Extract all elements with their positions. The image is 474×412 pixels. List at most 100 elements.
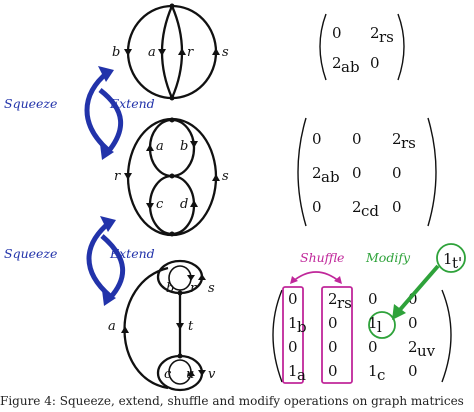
graph-2: a b r s c d (114, 117, 229, 237)
shuffle-annotation: Shuffle (290, 250, 344, 284)
matrix3-cell-r2-c2: 0 (328, 314, 338, 332)
matrix2-cell-r2-c2: 0 (352, 164, 362, 182)
extend-label-2: Extend (109, 246, 155, 261)
squeeze-arrowhead-2 (100, 216, 116, 232)
matrix2-cell-r3-c2: 2 (352, 198, 362, 216)
matrix3-cell-r3-c1: 0 (288, 338, 298, 356)
extend-arrow-1 (98, 88, 123, 154)
matrix3-cell-r4-c2: 0 (328, 362, 338, 380)
extend-arrowhead-1 (100, 144, 114, 160)
graph-2-label-c: c (156, 197, 164, 212)
graph-2-label-d: d (180, 197, 188, 212)
graph-3: b r s a t c u v (108, 259, 216, 392)
graph-2-label-b: b (180, 139, 188, 154)
matrix3-cell-r2-c1: 1 (288, 314, 298, 332)
shuffle-box-col-2 (321, 286, 353, 384)
graph-1-vertex-top (169, 3, 175, 9)
squeeze-label-1: Squeeze (4, 96, 57, 111)
matrix2-cell-r3-c1: 0 (312, 198, 322, 216)
modify-annotation: Modify (365, 250, 440, 320)
matrix1-cell-r1-c1: 0 (332, 24, 342, 42)
matrix3-cell-r4-c4: 0 (408, 362, 418, 380)
squeeze-arrowhead-1 (98, 66, 114, 82)
graph-2-arrow-r (124, 173, 132, 180)
graph-1-outer-left (126, 4, 218, 100)
extend-arrowhead-2 (102, 290, 116, 306)
matrix-1-right-bracket (397, 13, 405, 81)
matrix-2-right-bracket (427, 117, 437, 227)
graph-3-arrow-r (187, 275, 195, 281)
matrix3-cell-r4-c1: 1 (288, 362, 298, 380)
matrix2-cell-r1-c2: 0 (352, 130, 362, 148)
matrix2-cell-r1-c1: 0 (312, 130, 322, 148)
matrix3-cell-r1-c2-subscript: rs (337, 294, 352, 312)
modify-circle-entry (368, 311, 396, 339)
modify-arrowhead (392, 304, 406, 320)
matrix3-cell-r2-c3: 1 (368, 314, 378, 332)
graph-2-vertex-middle (169, 173, 175, 179)
modified-entry-value: 1 (443, 250, 453, 268)
graph-3-arrow-v (198, 370, 206, 376)
graph-1-vertex-bottom (169, 95, 175, 101)
graph-2-arrow-d (190, 200, 198, 207)
figure-caption: Figure 4: Squeeze, extend, shuffle and m… (0, 394, 464, 408)
matrix1-cell-r2-c1: 2 (332, 54, 342, 72)
graph-2-label-r: r (114, 169, 121, 184)
graph-1-arrow-s (212, 48, 220, 55)
graph-3-label-a: a (108, 319, 116, 334)
matrix2-cell-r1-c3: 2 (392, 130, 402, 148)
matrix3-cell-r3-c3: 0 (368, 338, 378, 356)
graph-3-label-c: c (164, 367, 172, 382)
squeeze-label-2: Squeeze (4, 246, 57, 261)
shuffle-arrowhead-right (334, 276, 342, 284)
graph-2-vertex-top (169, 117, 175, 123)
matrix2-cell-r3-c2-subscript: cd (361, 202, 379, 220)
graph-3-label-b: b (166, 281, 174, 296)
graph-1-arrow-a (158, 49, 166, 56)
graph-3-arrow-t (176, 323, 184, 330)
shuffle-arrow (291, 271, 341, 283)
matrix3-cell-r1-c2: 2 (328, 290, 338, 308)
graph-3-vertex-bottom (177, 353, 183, 359)
matrix3-cell-r2-c1-subscript: b (297, 318, 307, 336)
modified-entry-subscript: t' (452, 254, 462, 272)
graph-3-label-t: t (188, 319, 194, 334)
extend-label-1: Extend (109, 96, 155, 111)
graph-1-arrow-r (178, 48, 186, 55)
graph-3-arrow-a (121, 326, 129, 333)
matrix3-cell-r4-c3: 1 (368, 362, 378, 380)
graph-3-label-r: r (190, 281, 197, 296)
shuffle-box-col-1 (282, 286, 304, 384)
matrix2-cell-r2-c3: 0 (392, 164, 402, 182)
modify-circle-target (436, 243, 466, 273)
matrix3-cell-r2-c4: 0 (408, 314, 418, 332)
graph-1-label-r: r (187, 45, 194, 60)
graph-1-label-a: a (148, 45, 156, 60)
graph-1-arrow-b (124, 49, 132, 56)
graph-3-arrow-s (198, 274, 206, 280)
graph-2-vertex-bottom (169, 231, 175, 237)
matrix3-cell-r3-c2: 0 (328, 338, 338, 356)
matrix1-cell-r2-c1-subscript: ab (341, 58, 360, 76)
matrix-2-left-bracket (297, 117, 307, 227)
graph-1: b a r s (112, 3, 229, 101)
squeeze-arrow-1 (84, 70, 110, 152)
operation-arrows-2: Squeeze Extend (4, 216, 155, 306)
matrix-1-left-bracket (319, 13, 327, 81)
graph-3-label-s: s (208, 281, 215, 296)
shuffle-arrowhead-left (290, 276, 298, 284)
shuffle-label: Shuffle (300, 250, 344, 265)
graph-1-label-b: b (112, 45, 120, 60)
graph-2-arrow-a (146, 144, 154, 151)
graph-1-label-s: s (222, 45, 229, 60)
operation-arrows-1: Squeeze Extend (4, 66, 155, 160)
matrix3-cell-r4-c1-subscript: a (297, 366, 306, 384)
graph-2-label-a: a (156, 139, 164, 154)
matrix2-cell-r1-c3-subscript: rs (401, 134, 416, 152)
matrix1-cell-r1-c2: 2 (370, 24, 380, 42)
matrix1-cell-r1-c2-subscript: rs (379, 28, 394, 46)
